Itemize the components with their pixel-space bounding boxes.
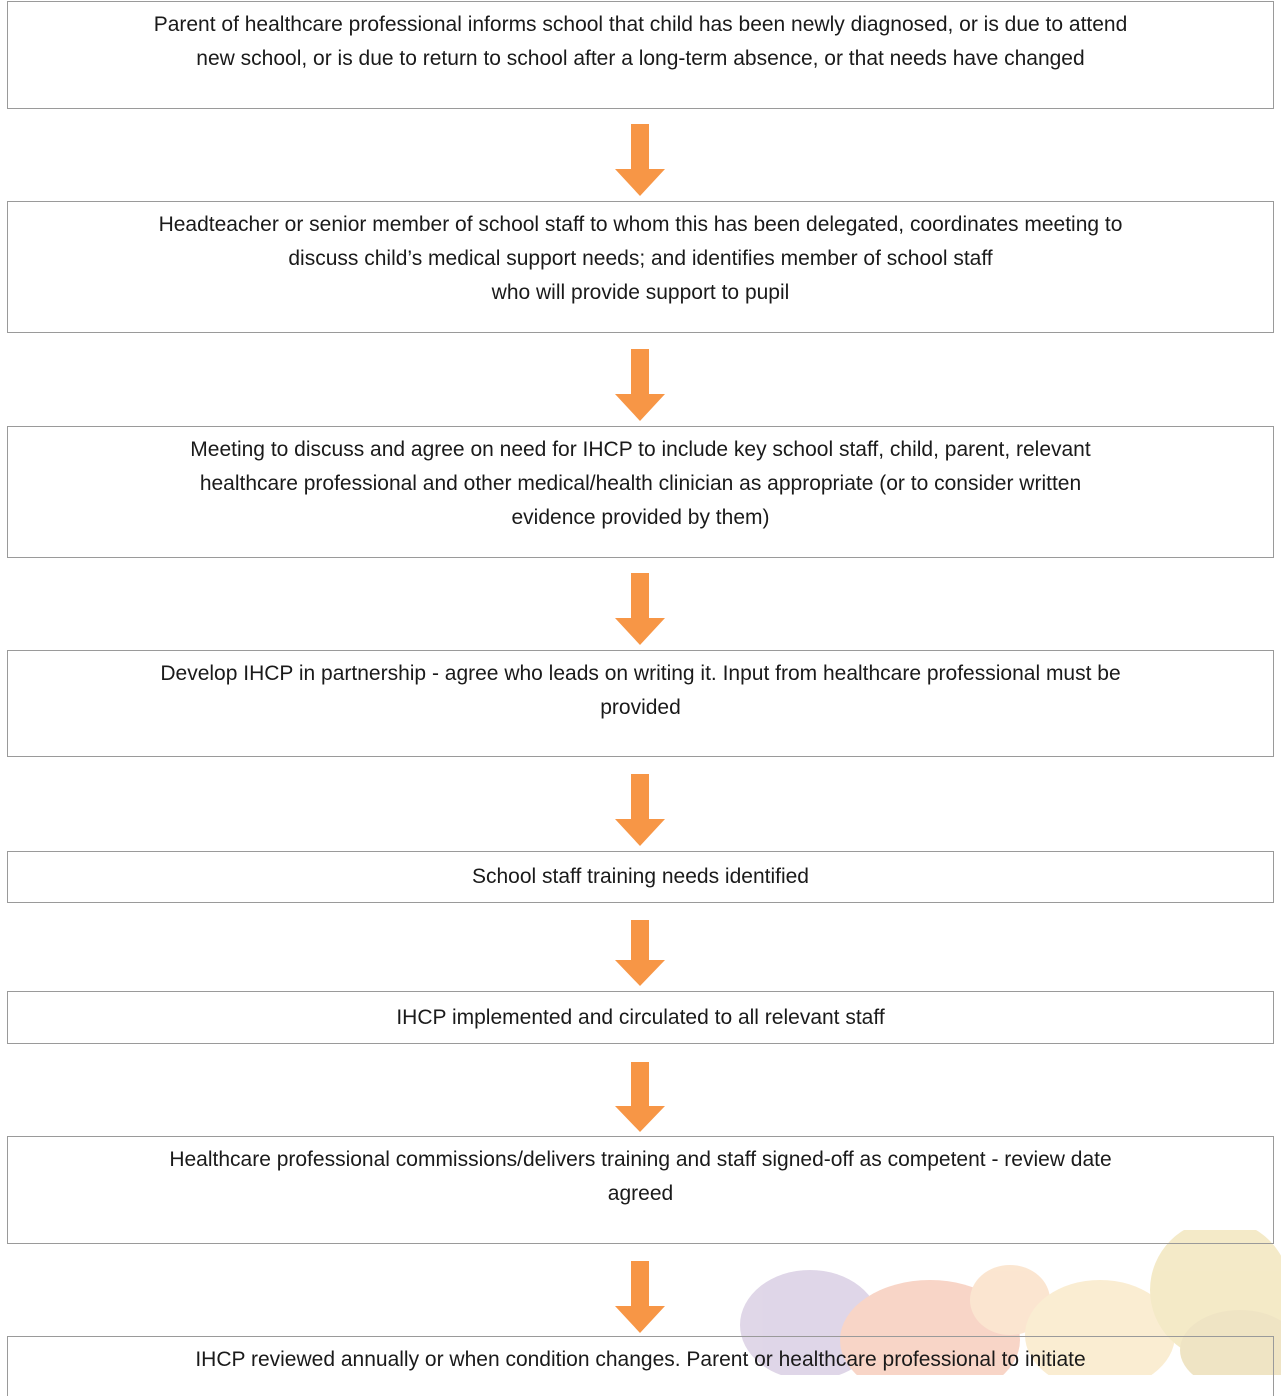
flow-step-3-text: Meeting to discuss and agree on need for… xyxy=(190,438,1091,529)
down-arrow-icon xyxy=(615,774,665,846)
flow-step-5-text: School staff training needs identified xyxy=(471,865,809,888)
flow-step-2: Headteacher or senior member of school s… xyxy=(7,201,1274,333)
flow-step-1-text: Parent of healthcare professional inform… xyxy=(153,13,1128,70)
down-arrow-icon xyxy=(615,124,665,196)
flow-step-7-text: Healthcare professional commissions/deli… xyxy=(169,1148,1112,1205)
flow-step-2-text: Headteacher or senior member of school s… xyxy=(158,213,1123,304)
flow-step-1: Parent of healthcare professional inform… xyxy=(7,1,1274,109)
flow-step-8-text: IHCP reviewed annually or when condition… xyxy=(195,1348,1086,1371)
flow-step-8: IHCP reviewed annually or when condition… xyxy=(7,1336,1274,1396)
down-arrow-icon xyxy=(615,1261,665,1333)
flow-step-5: School staff training needs identified xyxy=(7,851,1274,903)
down-arrow-icon xyxy=(615,349,665,421)
flow-step-3: Meeting to discuss and agree on need for… xyxy=(7,426,1274,558)
flow-step-6-text: IHCP implemented and circulated to all r… xyxy=(396,1005,885,1029)
down-arrow-icon xyxy=(615,1062,665,1132)
down-arrow-icon xyxy=(615,573,665,645)
flow-step-6: IHCP implemented and circulated to all r… xyxy=(7,991,1274,1044)
flow-step-7: Healthcare professional commissions/deli… xyxy=(7,1136,1274,1244)
flow-step-4-text: Develop IHCP in partnership - agree who … xyxy=(160,662,1121,719)
down-arrow-icon xyxy=(615,920,665,986)
flow-step-4: Develop IHCP in partnership - agree who … xyxy=(7,650,1274,757)
